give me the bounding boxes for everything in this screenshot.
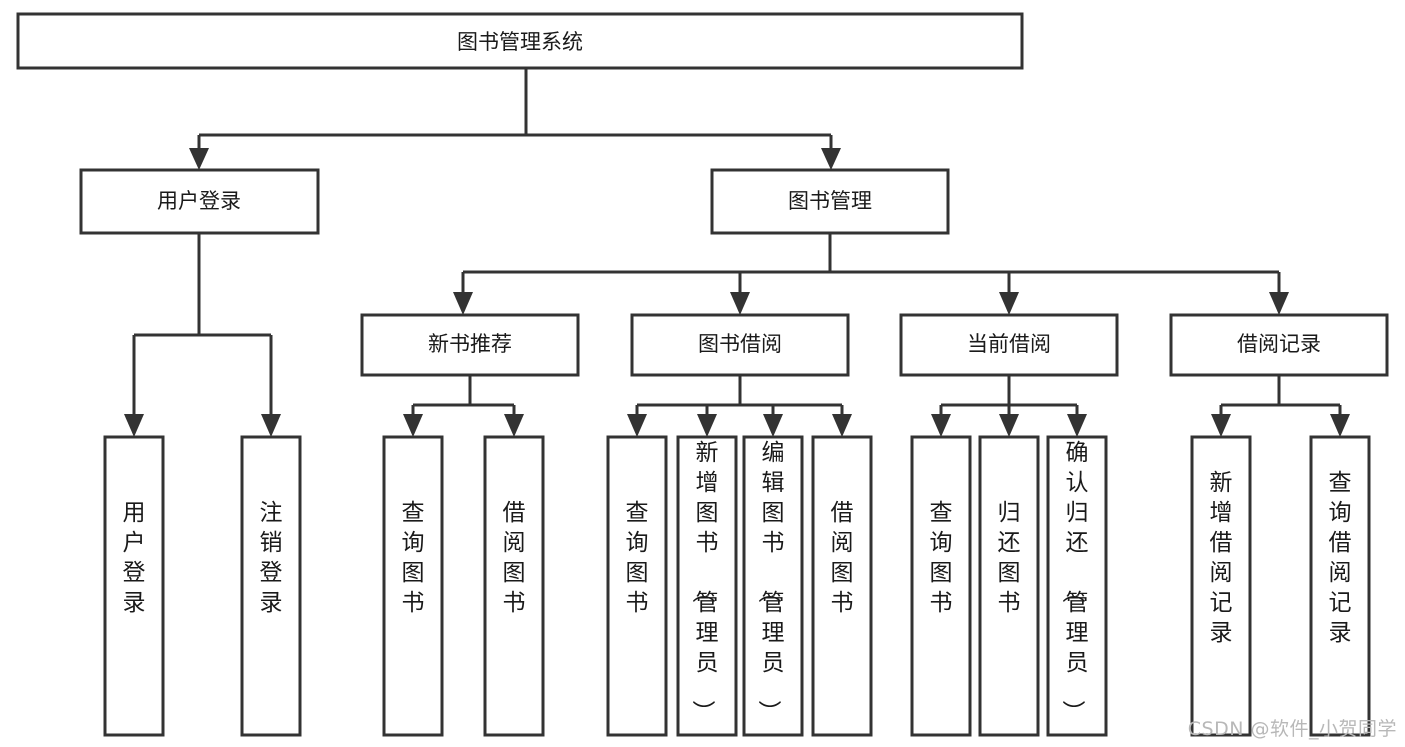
connector-group-root-to-level2 [189,68,841,170]
arrow-head-cb-leaf-3 [1067,414,1087,437]
leaf-node-bb-borrow-book[interactable]: 借阅图书 [811,435,873,737]
leaf-br-query-record-box [1309,435,1371,737]
leaf-bb-query-book-box [606,435,668,737]
arrow-head-br-leaf-2 [1330,414,1350,437]
connector-group-user-login-to-leaves [124,233,281,437]
leaf-bb-add-book-box [676,435,738,737]
node-new-book-recommend[interactable]: 新书推荐 [360,313,580,377]
leaf-node-br-add-record[interactable]: 新增借阅记录 [1190,435,1252,737]
leaf-nb-query-book-box [382,435,444,737]
leaf-cb-query-book-box [910,435,972,737]
arrow-head-to-new-book [453,292,473,315]
leaf-node-bb-edit-book[interactable]: 编辑图书（管理员） [742,435,804,737]
node-borrow-record-box [1169,313,1389,377]
arrow-head-br-leaf-1 [1211,414,1231,437]
connector-group-new-book-to-leaves [403,375,524,437]
arrow-head-cb-leaf-2 [999,414,1019,437]
connector-group-book-borrow-to-leaves [627,375,852,437]
leaf-node-cb-query-book[interactable]: 查询图书 [910,435,972,737]
leaf-node-logout[interactable]: 注销登录 [240,435,302,737]
arrow-head-bb-leaf-2 [697,414,717,437]
connector-group-current-borrow-to-leaves [931,375,1087,437]
node-book-management-box [710,168,950,235]
arrow-head-nb-leaf-1 [403,414,423,437]
leaf-cb-return-book-box [978,435,1040,737]
node-book-management[interactable]: 图书管理 [710,168,950,235]
node-borrow-record-label: 借阅记录 [1237,332,1321,356]
arrow-head-leaf-logout [261,414,281,437]
leaf-nb-borrow-book-label: 借阅图书 [503,500,526,616]
leaf-user-login-box [103,435,165,737]
arrow-head-bb-leaf-1 [627,414,647,437]
leaf-user-login-label: 用户登录 [123,500,146,616]
leaf-node-bb-query-book[interactable]: 查询图书 [606,435,668,737]
arrow-head-cb-leaf-1 [931,414,951,437]
leaf-br-query-record-label: 查询借阅记录 [1329,470,1352,646]
arrow-head-to-borrow-record [1269,292,1289,315]
leaf-nb-borrow-book-box [483,435,545,737]
leaf-node-bb-add-book[interactable]: 新增图书（管理员） [676,435,738,737]
node-root-box [16,12,1024,70]
leaf-node-br-query-record[interactable]: 查询借阅记录 [1309,435,1371,737]
node-current-borrow[interactable]: 当前借阅 [899,313,1119,377]
leaf-bb-edit-book-label: 编辑图书（管理员） [756,440,785,723]
node-root-label: 图书管理系统 [457,30,583,54]
leaf-node-nb-query-book[interactable]: 查询图书 [382,435,444,737]
node-book-borrow-box [630,313,850,377]
node-user-login-label: 用户登录 [157,189,241,213]
node-current-borrow-box [899,313,1119,377]
leaf-node-cb-return-book[interactable]: 归还图书 [978,435,1040,737]
leaf-bb-borrow-book-box [811,435,873,737]
node-book-management-label: 图书管理 [788,189,872,213]
node-new-book-recommend-box [360,313,580,377]
leaf-cb-query-book-label: 查询图书 [930,500,953,616]
leaf-cb-confirm-return-box [1046,435,1108,737]
leaf-bb-query-book-label: 查询图书 [626,500,649,616]
leaf-node-nb-borrow-book[interactable]: 借阅图书 [483,435,545,737]
leaf-logout-label: 注销登录 [260,500,283,616]
node-current-borrow-label: 当前借阅 [967,332,1051,356]
arrow-head-to-current-borrow [999,292,1019,315]
leaf-nb-query-book-label: 查询图书 [402,500,425,616]
arrow-head-bb-leaf-3 [763,414,783,437]
leaf-bb-borrow-book-label: 借阅图书 [831,500,854,616]
arrow-head-bb-leaf-4 [832,414,852,437]
arrow-head-to-book-manage [821,148,841,170]
connector-group-book-manage-to-level3 [453,233,1289,315]
node-book-borrow[interactable]: 图书借阅 [630,313,850,377]
leaf-bb-edit-book-box [742,435,804,737]
node-root-system[interactable]: 图书管理系统 [16,12,1024,70]
node-user-login[interactable]: 用户登录 [79,168,320,235]
arrow-head-leaf-user-login [124,414,144,437]
leaf-node-cb-confirm-return[interactable]: 确认归还（管理员） [1046,435,1108,737]
arrow-head-nb-leaf-2 [504,414,524,437]
connector-group-borrow-record-to-leaves [1211,375,1350,437]
leaf-bb-add-book-label: 新增图书（管理员） [690,440,719,723]
leaf-logout-box [240,435,302,737]
leaf-br-add-record-box [1190,435,1252,737]
arrow-head-to-user-login [189,148,209,170]
node-new-book-recommend-label: 新书推荐 [428,332,512,356]
leaf-br-add-record-label: 新增借阅记录 [1210,470,1233,646]
node-borrow-record[interactable]: 借阅记录 [1169,313,1389,377]
node-user-login-box [79,168,320,235]
leaf-cb-confirm-return-label: 确认归还（管理员） [1060,440,1089,723]
leaf-cb-return-book-label: 归还图书 [998,500,1021,616]
node-book-borrow-label: 图书借阅 [698,332,782,356]
arrow-head-to-book-borrow [730,292,750,315]
leaf-node-user-login[interactable]: 用户登录 [103,435,165,737]
